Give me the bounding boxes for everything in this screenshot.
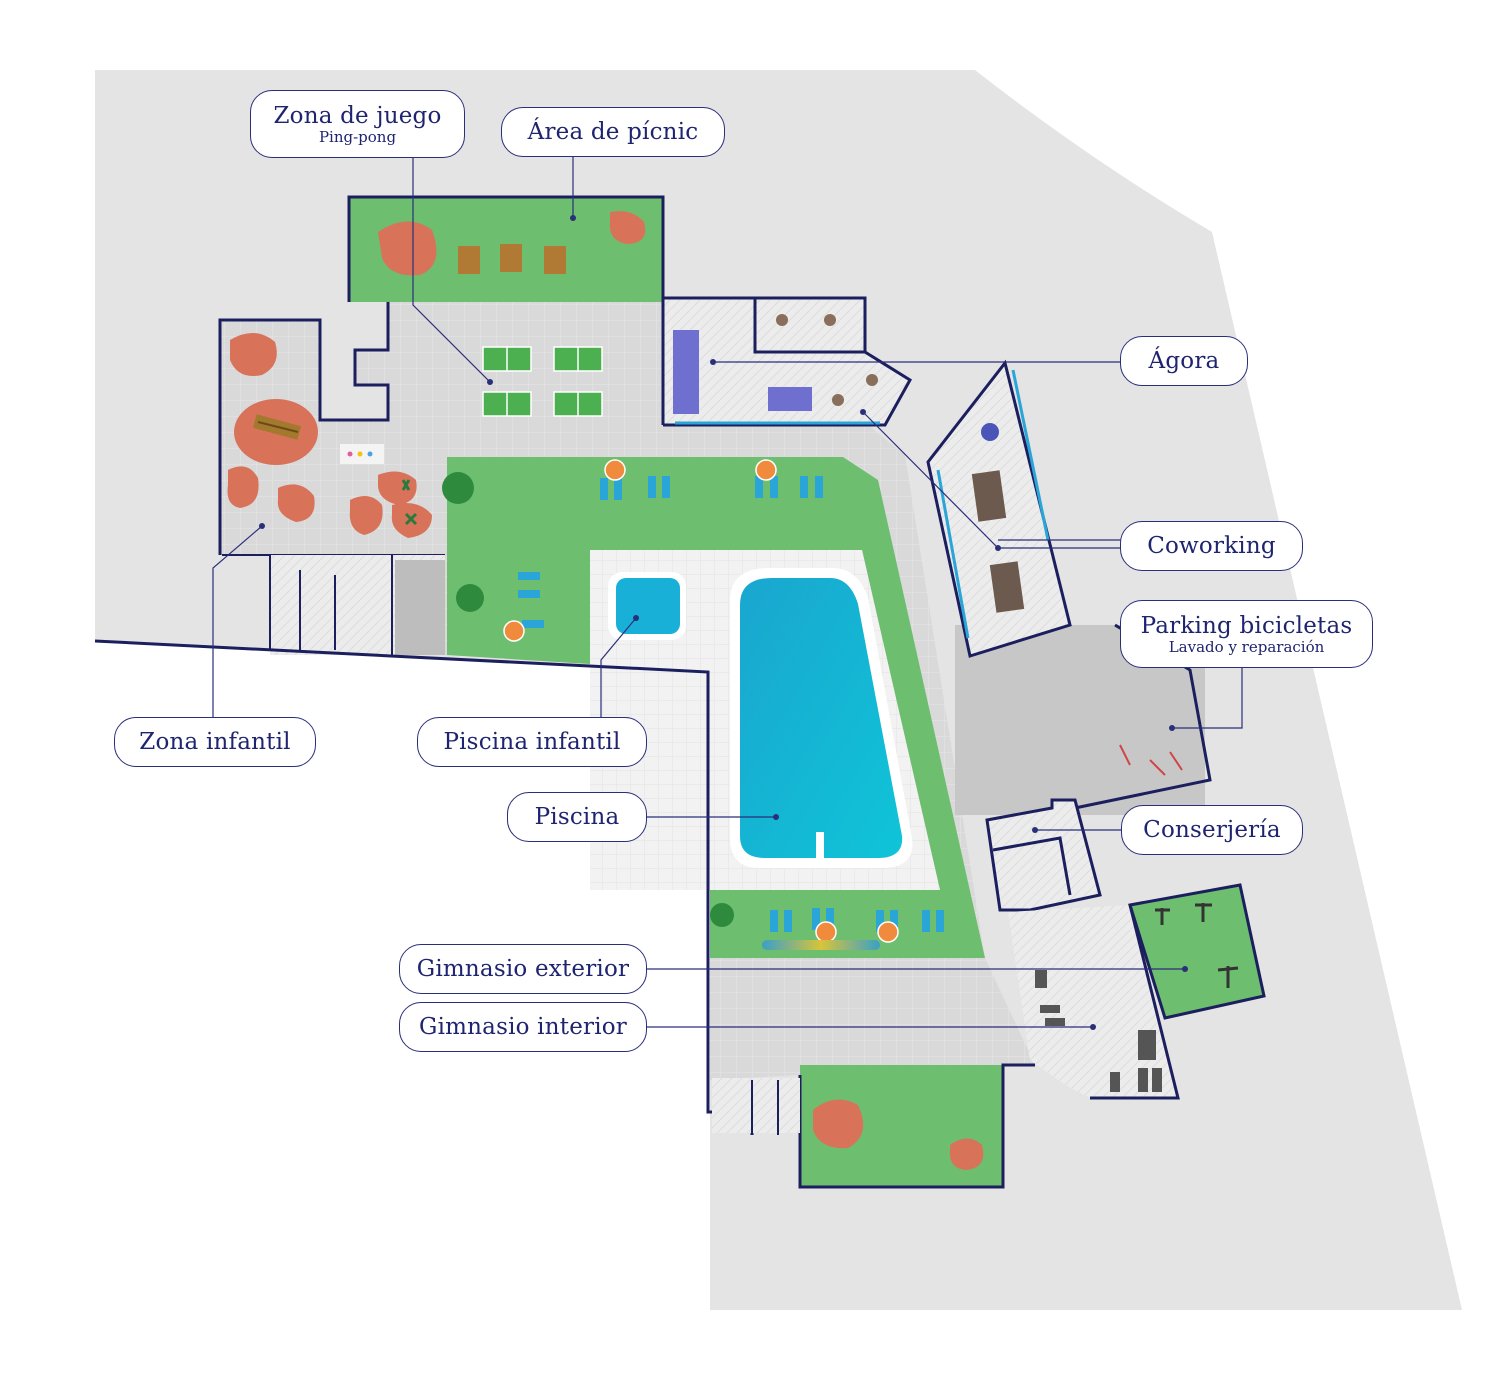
label-agora: Ágora — [1120, 336, 1248, 386]
picnic-tables — [458, 244, 566, 274]
planter-hedge — [762, 940, 880, 950]
label-gimnasio-exterior: Gimnasio exterior — [399, 944, 647, 994]
label-title: Coworking — [1147, 533, 1276, 559]
bottom-restrooms — [712, 1078, 800, 1135]
label-anchor-dots — [259, 215, 1188, 1030]
label-piscina-infantil: Piscina infantil — [417, 717, 647, 767]
label-zona-infantil: Zona infantil — [114, 717, 316, 767]
palm-plants — [442, 472, 734, 927]
outdoor-gym — [1128, 883, 1266, 1020]
slide-structure — [252, 414, 302, 440]
picnic-tree — [378, 221, 437, 276]
conserjeria-building — [985, 798, 1102, 912]
indoor-gym — [1008, 904, 1180, 1100]
zona-infantil-area — [218, 302, 445, 556]
ping-pong-tables — [482, 346, 603, 417]
coworking-building — [926, 359, 1072, 658]
restroom-block — [269, 555, 445, 655]
label-title: Ágora — [1148, 348, 1220, 374]
label-area-de-picnic: Área de pícnic — [501, 107, 725, 157]
hopscotch — [340, 444, 384, 464]
label-parking-bicicletas: Parking bicicletas Lavado y reparación — [1120, 600, 1373, 668]
bottom-lawn — [798, 1063, 1035, 1189]
picnic-tree — [609, 211, 646, 244]
play-mound — [227, 332, 432, 538]
label-conserjeria: Conserjería — [1121, 805, 1303, 855]
label-title: Área de pícnic — [527, 119, 699, 145]
label-coworking: Coworking — [1120, 521, 1303, 571]
label-title: Zona de juego — [273, 102, 442, 129]
label-title: Parking bicicletas — [1140, 612, 1353, 639]
label-gimnasio-interior: Gimnasio interior — [399, 1002, 647, 1052]
label-subtitle: Lavado y reparación — [1168, 637, 1325, 656]
label-title: Piscina infantil — [443, 729, 621, 755]
sun-loungers — [518, 476, 944, 932]
label-subtitle: Ping-pong — [318, 127, 397, 146]
label-title: Piscina — [534, 804, 620, 830]
main-pool — [730, 568, 913, 868]
label-piscina: Piscina — [507, 792, 647, 842]
kids-pool — [608, 572, 686, 640]
label-title: Gimnasio exterior — [416, 956, 630, 982]
label-title: Zona infantil — [139, 729, 291, 755]
beach-umbrellas — [503, 459, 899, 943]
picnic-lawn — [347, 195, 665, 302]
label-zona-de-juego: Zona de juego Ping-pong — [250, 90, 465, 158]
label-title: Gimnasio interior — [419, 1014, 627, 1040]
label-title: Conserjería — [1143, 817, 1281, 843]
